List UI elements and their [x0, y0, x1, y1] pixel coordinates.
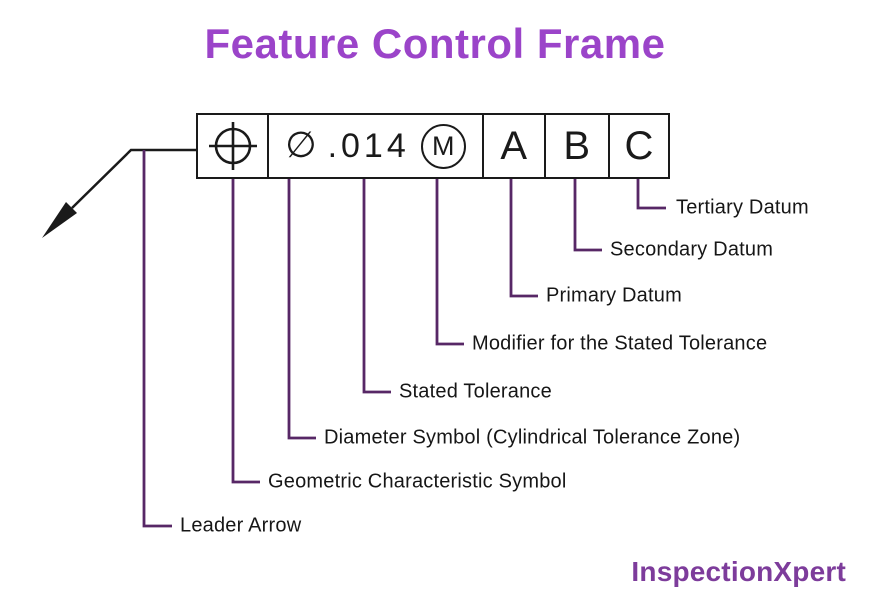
material-modifier-icon: M: [420, 123, 466, 169]
callout-line-modifier: [435, 179, 464, 346]
datum-b-letter: B: [563, 124, 591, 168]
diameter-symbol-icon: ∅: [285, 124, 317, 165]
callout-label-diameter: Diameter Symbol (Cylindrical Tolerance Z…: [324, 426, 741, 449]
page-title: Feature Control Frame: [204, 20, 666, 67]
brand-logo: InspectionXpert: [631, 556, 846, 587]
datum-a-letter: A: [500, 124, 528, 168]
callout-label-stated-tolerance: Stated Tolerance: [399, 380, 552, 403]
tolerance-value: .014: [327, 127, 410, 165]
callout-label-tertiary-datum: Tertiary Datum: [676, 196, 809, 219]
datum-c-letter: C: [624, 124, 654, 168]
callout-label-secondary-datum: Secondary Datum: [610, 238, 774, 261]
fcf-cell-datum-b: B: [543, 115, 609, 177]
fcf-cell-datum-a: A: [482, 115, 544, 177]
callout-line-stated-tolerance: [362, 179, 391, 394]
callout-line-diameter: [287, 179, 316, 440]
callout-line-primary-datum: [509, 179, 538, 298]
fcf-cell-tolerance: ∅ .014 M: [267, 115, 482, 177]
position-symbol-icon: [208, 122, 257, 170]
callout-label-leader-arrow: Leader Arrow: [180, 514, 302, 537]
callout-line-tertiary-datum: [636, 179, 666, 210]
callout-label-modifier: Modifier for the Stated Tolerance: [472, 332, 768, 355]
callout-label-primary-datum: Primary Datum: [546, 284, 682, 307]
arrowhead-icon: [42, 202, 77, 238]
fcf-cell-geometric-symbol: [198, 115, 267, 177]
callout-line-secondary-datum: [573, 179, 602, 252]
callout-label-geometric: Geometric Characteristic Symbol: [268, 470, 567, 493]
feature-control-frame: ∅ .014 M A B C: [196, 113, 670, 179]
callout-line-leader-arrow: [142, 150, 172, 528]
leader-arrow: [42, 148, 196, 238]
fcf-cell-datum-c: C: [608, 115, 668, 177]
callout-line-geometric: [231, 179, 260, 484]
